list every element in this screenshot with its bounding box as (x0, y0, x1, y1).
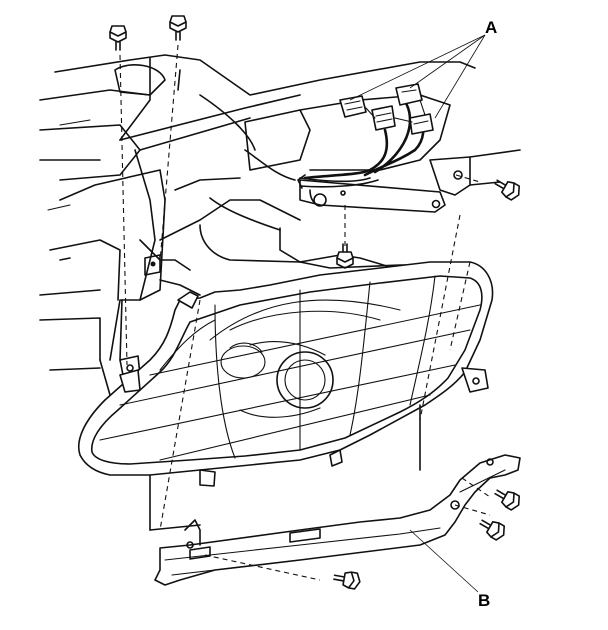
bolt-right-1 (494, 489, 520, 511)
callout-a-leaders (349, 34, 486, 119)
bolt-top-left (109, 25, 127, 51)
bolt-top-mid (169, 15, 187, 41)
vehicle-frame-structure (39, 54, 521, 396)
connector-1 (339, 95, 367, 118)
bolt-center (336, 243, 354, 269)
low-beam-reflector (220, 342, 266, 379)
alignment-guide-lines (119, 44, 491, 581)
connector-2 (371, 105, 396, 131)
callout-b-leader (409, 529, 479, 593)
callout-a-label: A (485, 18, 497, 37)
lower-bracket-b (154, 454, 521, 586)
bolt-bottom (333, 571, 361, 590)
projector-lens (239, 341, 334, 418)
bolt-upper-right (494, 179, 520, 201)
headlight-mount-tabs (119, 291, 489, 487)
connector-3 (395, 83, 423, 106)
connector-a-group (339, 83, 434, 135)
headlight-unit (78, 261, 494, 531)
connector-4 (409, 113, 434, 135)
bolt-right-2 (479, 519, 505, 541)
callout-b-label: B (478, 591, 490, 610)
